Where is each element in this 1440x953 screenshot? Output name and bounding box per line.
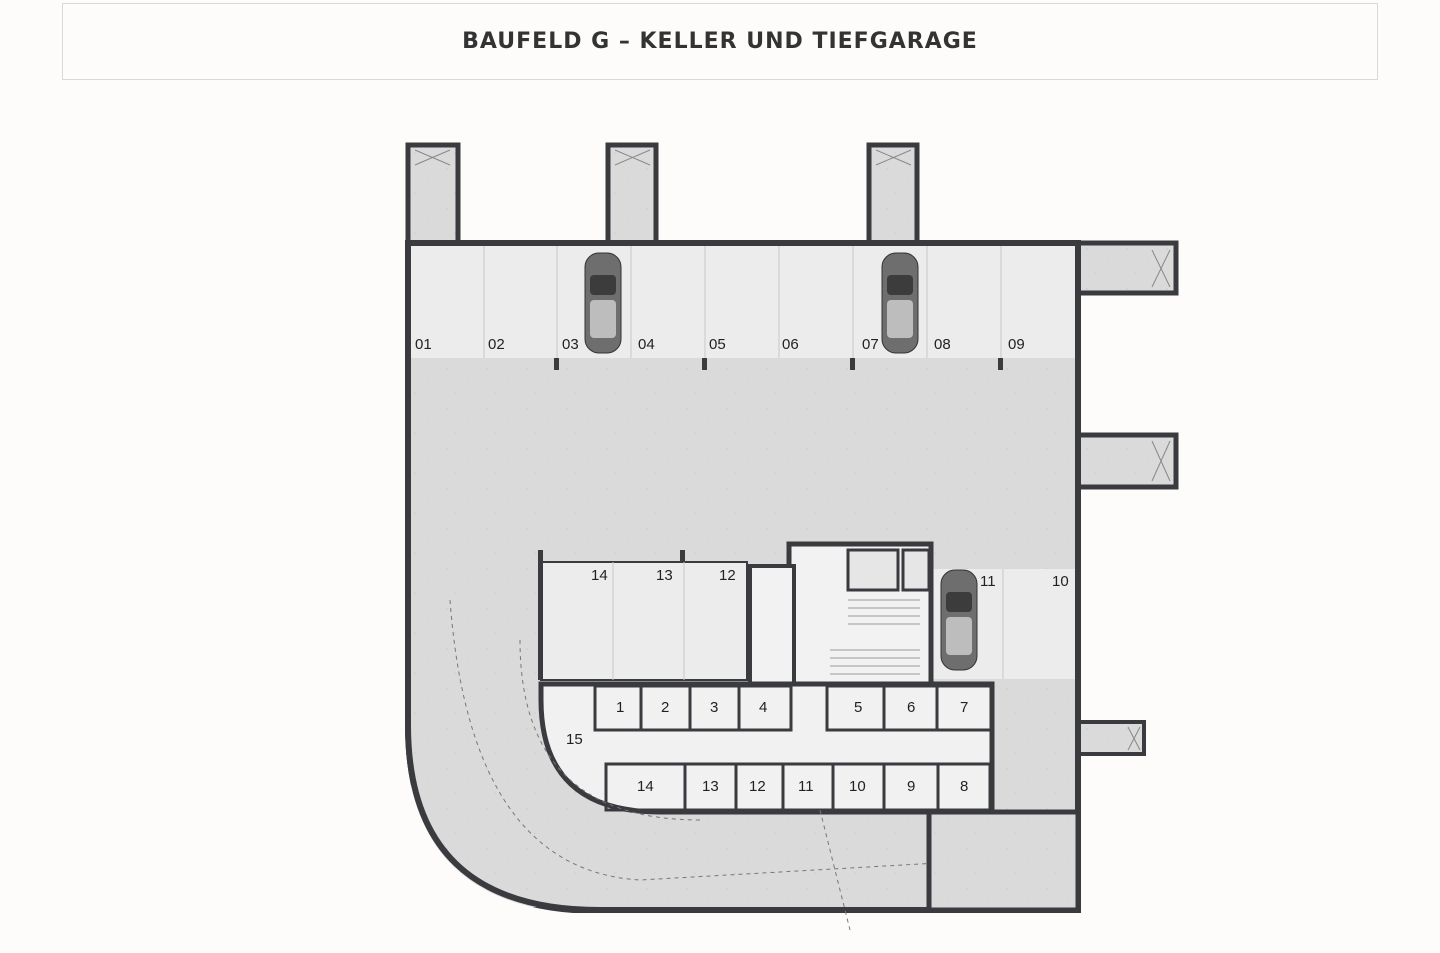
ramp-markings (449, 599, 991, 931)
storage-label: 9 (907, 778, 915, 795)
parking-label: 07 (862, 336, 879, 353)
car-icon (584, 252, 622, 354)
parking-row-middle (538, 550, 748, 681)
storage-label: 15 (566, 731, 583, 748)
storage-label: 10 (849, 778, 866, 795)
parking-label: 08 (934, 336, 951, 353)
title-bar: BAUFELD G – KELLER UND TIEFGARAGE (62, 3, 1378, 80)
parking-label: 02 (488, 336, 505, 353)
parking-label: 10 (1052, 573, 1069, 590)
storage-label: 3 (710, 699, 718, 716)
parking-label: 04 (638, 336, 655, 353)
parking-label: 13 (656, 567, 673, 584)
parking-right-labels: 11 10 (980, 573, 1069, 590)
parking-label: 06 (782, 336, 799, 353)
storage-top-labels: 1 2 3 4 5 6 7 (616, 699, 968, 716)
storage-label: 11 (798, 778, 814, 795)
parking-label: 09 (1008, 336, 1025, 353)
page-title: BAUFELD G – KELLER UND TIEFGARAGE (462, 29, 978, 54)
storage-block (538, 681, 995, 815)
parking-middle-labels: 14 13 12 (591, 567, 736, 584)
parking-label: 12 (719, 567, 736, 584)
storage-label: 5 (854, 699, 862, 716)
storage-label: 7 (960, 699, 968, 716)
stair-core (748, 541, 934, 687)
car-icon (940, 569, 978, 671)
storage-label: 4 (759, 699, 767, 716)
storage-label: 8 (960, 778, 968, 795)
storage-label: 6 (907, 699, 915, 716)
parking-row-top (411, 246, 1075, 370)
storage-label: 1 (616, 699, 624, 716)
parking-label: 01 (415, 336, 432, 353)
storage-bottom-labels: 14 13 12 11 10 9 8 (637, 778, 968, 795)
parking-label: 11 (980, 573, 996, 590)
car-icon (881, 252, 919, 354)
storage-label: 2 (661, 699, 669, 716)
parking-label: 03 (562, 336, 579, 353)
entry-zone (926, 809, 1081, 913)
storage-label: 14 (637, 778, 654, 795)
parking-label: 05 (709, 336, 726, 353)
parking-label: 14 (591, 567, 608, 584)
storage-label: 13 (702, 778, 719, 795)
parking-top-labels: 01 02 03 04 05 06 07 08 09 (415, 336, 1025, 353)
light-shafts (405, 142, 1179, 756)
storage-label: 12 (749, 778, 766, 795)
